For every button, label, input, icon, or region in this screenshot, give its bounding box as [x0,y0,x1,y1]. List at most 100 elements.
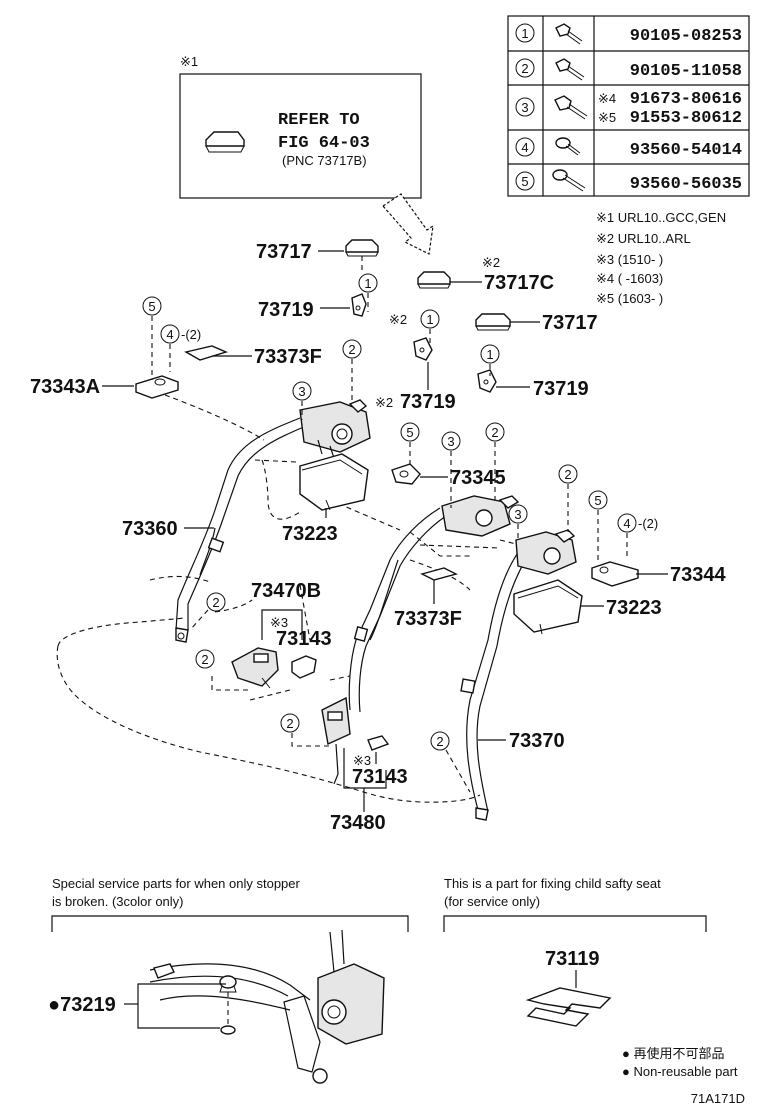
refer-line: (PNC 73717B) [282,153,367,168]
callout-number: 5 [148,299,155,314]
bolt-icon [555,58,585,81]
refer-mark: ※1 [180,54,198,69]
callout-number: 5 [406,425,413,440]
part-code: 90105-08253 [630,27,742,46]
callout-number: 1 [486,347,493,362]
cover-73373f-left [184,345,229,361]
part-label: 73223 [282,523,338,545]
part-label: 73345 [450,467,506,489]
row-number: 1 [521,26,528,41]
part-code: 93560-56035 [630,175,742,194]
bolt-icon [554,95,588,120]
callout-number: 2 [564,467,571,482]
variant-mark: ※3 [353,753,371,768]
note-line: ※3 (1510- ) [596,252,663,267]
bolt-icon [555,23,583,45]
right-seat-belt [460,529,577,821]
center-seat-belt [321,495,520,785]
buckle-center [321,696,351,785]
variant-mark: ※2 [375,395,393,410]
bracket-73345 [391,463,421,485]
stopper-inset: Special service parts for when only stop… [48,876,409,1084]
table-row: 3 ※4 91673-80616 ※5 91553-80612 [515,90,742,128]
quantity-mark: -(2) [638,516,658,531]
retractor-right [515,529,577,575]
bracket-73343a [135,375,179,399]
refer-box: ※1 REFER TO FIG 64-03 (PNC 73717B) [179,54,422,199]
legend: ● 再使用不可部品 ● Non-reusable part [622,1046,738,1079]
part-label: 73143 [352,766,408,788]
table-row: 4 93560-54014 [515,137,742,160]
guide-73719-left [351,293,367,317]
refer-arrow [382,193,434,255]
inset-caption: is broken. (3color only) [52,894,184,909]
inset-caption: (for service only) [444,894,540,909]
cover-icon [205,131,245,153]
cover-73373f-center [420,567,458,581]
part-label: 73143 [276,628,332,650]
callout-number: 3 [447,434,454,449]
guide-73719-center [413,337,433,361]
child-seat-inset: This is a part for fixing child safty se… [443,876,707,1027]
callout-number: 4 [166,327,173,342]
row-number: 5 [521,174,528,189]
inset-caption: Special service parts for when only stop… [52,876,301,891]
row-number: 2 [521,61,528,76]
part-label: 73719 [400,391,456,413]
buckle-73470b [231,647,317,689]
part-label: 73719 [258,299,314,321]
part-label: 73223 [606,597,662,619]
part-code: 91553-80612 [630,109,742,128]
callout-number: 2 [201,652,208,667]
part-label: 73717 [256,241,312,263]
fixing-plate-73119 [525,987,612,1027]
cover-73717-left [345,239,379,257]
callout-number: 2 [436,734,443,749]
callout-number: 4 [623,516,630,531]
callout-number: 2 [212,595,219,610]
variant-notes: ※1 URL10..GCC,GEN ※2 URL10..ARL ※3 (1510… [596,210,726,306]
part-label: ●73219 [48,994,116,1016]
tray-right [513,579,583,635]
screw-icon [552,169,586,192]
callout-number: 2 [491,425,498,440]
quantity-mark: -(2) [181,327,201,342]
callout-number: 2 [286,716,293,731]
callout-number: 1 [426,312,433,327]
legend-line: ● 再使用不可部品 [622,1046,724,1061]
part-label: 73344 [670,564,726,586]
legend-line: ● Non-reusable part [622,1064,738,1079]
bracket-73344 [591,561,639,587]
callout-number: 5 [594,493,601,508]
callout-number: 3 [298,384,305,399]
variant-mark: ※3 [270,615,288,630]
inset-caption: This is a part for fixing child safty se… [444,876,661,891]
part-label: 73717C [484,272,554,294]
callouts: 5 4 -(2) 1 2 3 ※2 1 1 5 3 2 2 3 5 4 [142,256,658,793]
note-line: ※1 URL10..GCC,GEN [596,210,726,225]
variant-mark: ※2 [389,312,407,327]
part-label: 73470B [251,580,321,602]
note-line: ※5 (1603- ) [596,291,663,306]
table-row: 2 90105-11058 [515,58,742,81]
refer-line: REFER TO [278,111,360,130]
callout-number: 2 [348,342,355,357]
part-label: 73717 [542,312,598,334]
diagram-code: 71A171D [691,1091,745,1106]
variant-mark: ※2 [482,255,500,270]
cover-73717-right [475,313,511,331]
table-row: 5 93560-56035 [515,169,742,194]
part-labels: 73717 73717C ※2 73717 73719 ※2 73719 737… [30,241,726,834]
callout-number: 1 [364,276,371,291]
retractor-left [299,399,371,459]
note-line: ※2 URL10..ARL [596,231,691,246]
part-label: 73373F [394,608,462,630]
cover-73717c [417,271,451,289]
refer-line: FIG 64-03 [278,134,370,153]
table-row: 1 90105-08253 [515,23,742,46]
note-line: ※4 ( -1603) [596,271,663,286]
part-label: 73343A [30,376,100,398]
floor-outline [56,394,521,803]
row-number: 3 [521,100,528,115]
